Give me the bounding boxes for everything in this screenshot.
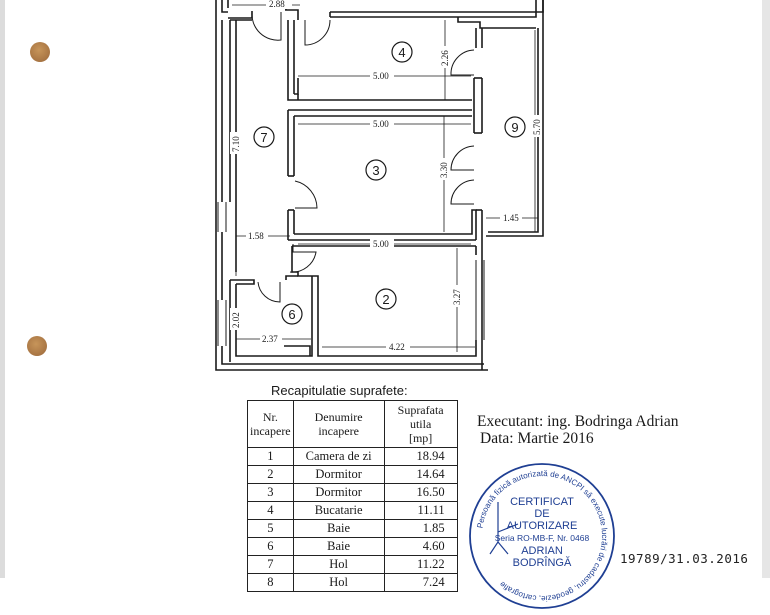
dim-room3-depth: 3.30 (439, 162, 449, 178)
room-6-marker (281, 303, 303, 325)
cell-nr: 5 (247, 519, 294, 538)
room-7-label: 7 (260, 130, 267, 145)
cell-name: Baie (292, 519, 385, 538)
dim-room4-width: 5.00 (373, 71, 389, 81)
cell-name: Hol (292, 555, 385, 574)
registration-number: 19789/31.03.2016 (620, 551, 749, 566)
dim-room2-bottom-width: 4.22 (389, 342, 405, 352)
cell-area: 18.94 (383, 447, 458, 466)
room-3-label: 3 (372, 163, 379, 178)
cell-name: Baie (292, 537, 385, 556)
room-6-label: 6 (288, 307, 295, 322)
room-2-label: 2 (382, 292, 389, 307)
stamp-name-last: BODRÎNGĂ (512, 557, 572, 569)
cell-area: 1.85 (383, 519, 458, 538)
binder-hole-top (30, 42, 50, 62)
cell-area: 4.60 (383, 537, 458, 556)
cell-area: 11.22 (383, 555, 458, 574)
page-edge-right (762, 0, 770, 578)
cell-nr: 2 (247, 465, 294, 484)
stamp-name-first: ADRIAN (521, 545, 563, 557)
cell-area: 11.11 (383, 501, 458, 520)
stamp-line-certificat: CERTIFICAT (510, 496, 574, 508)
cell-area: 7.24 (383, 573, 458, 592)
header-nr: Nr.incapere (247, 400, 294, 448)
room-3-marker (365, 159, 387, 181)
page-edge-left (0, 0, 5, 578)
cell-nr: 6 (247, 537, 294, 556)
room-9-label: 9 (511, 120, 518, 135)
authorization-stamp: Persoană fizică autorizată de ANCPI să e… (468, 462, 616, 610)
dim-room7-width: 1.58 (248, 231, 264, 241)
room-2-marker (375, 288, 397, 310)
dim-room3-width: 5.00 (373, 119, 389, 129)
header-area: Suprafata utila[mp] (383, 400, 458, 448)
dim-room2-top-width: 5.00 (373, 239, 389, 249)
dim-room9-width: 1.45 (503, 213, 519, 223)
cell-area: 14.64 (383, 465, 458, 484)
signature-mark (489, 502, 519, 555)
executant-date: Data: Martie 2016 (480, 430, 594, 447)
executant-block: Executant: ing. Bodringa Adrian Data: Ma… (477, 413, 678, 447)
cell-name: Bucatarie (292, 501, 385, 520)
room-4-marker (391, 41, 413, 63)
cell-name: Hol (292, 573, 385, 592)
cell-name: Dormitor (292, 465, 385, 484)
dim-room2-depth: 3.27 (452, 289, 462, 305)
dim-top-corridor: 2.88 (269, 0, 285, 9)
recap-title: Recapitulatie suprafete: (271, 383, 408, 398)
room-9-marker (504, 116, 526, 138)
executant-name: Executant: ing. Bodringa Adrian (477, 413, 679, 430)
stamp-line-de: DE (534, 508, 550, 520)
room-7-marker (253, 126, 275, 148)
cell-nr: 4 (247, 501, 294, 520)
binder-hole-bottom (27, 336, 47, 356)
cell-nr: 8 (247, 573, 294, 592)
cell-area: 16.50 (383, 483, 458, 502)
floor-plan: 2.88 5.00 5.00 5.00 4.22 1.45 1.58 2.37 … (215, 0, 544, 371)
cell-nr: 7 (247, 555, 294, 574)
stamp-series: Seria RO-MB-F, Nr. 0468 (494, 533, 590, 543)
dim-room4-depth: 2.26 (440, 50, 450, 66)
dim-room6-width: 2.37 (262, 334, 278, 344)
cell-name: Camera de zi (292, 447, 385, 466)
dim-room6-depth: 2.02 (231, 312, 241, 328)
room-4-label: 4 (398, 45, 405, 60)
cell-nr: 1 (247, 447, 294, 466)
cell-nr: 3 (247, 483, 294, 502)
cell-name: Dormitor (292, 483, 385, 502)
dim-room7-length: 7.10 (231, 136, 241, 152)
stamp-line-autorizare: AUTORIZARE (506, 520, 578, 532)
dim-room9-length: 5.70 (532, 119, 542, 135)
